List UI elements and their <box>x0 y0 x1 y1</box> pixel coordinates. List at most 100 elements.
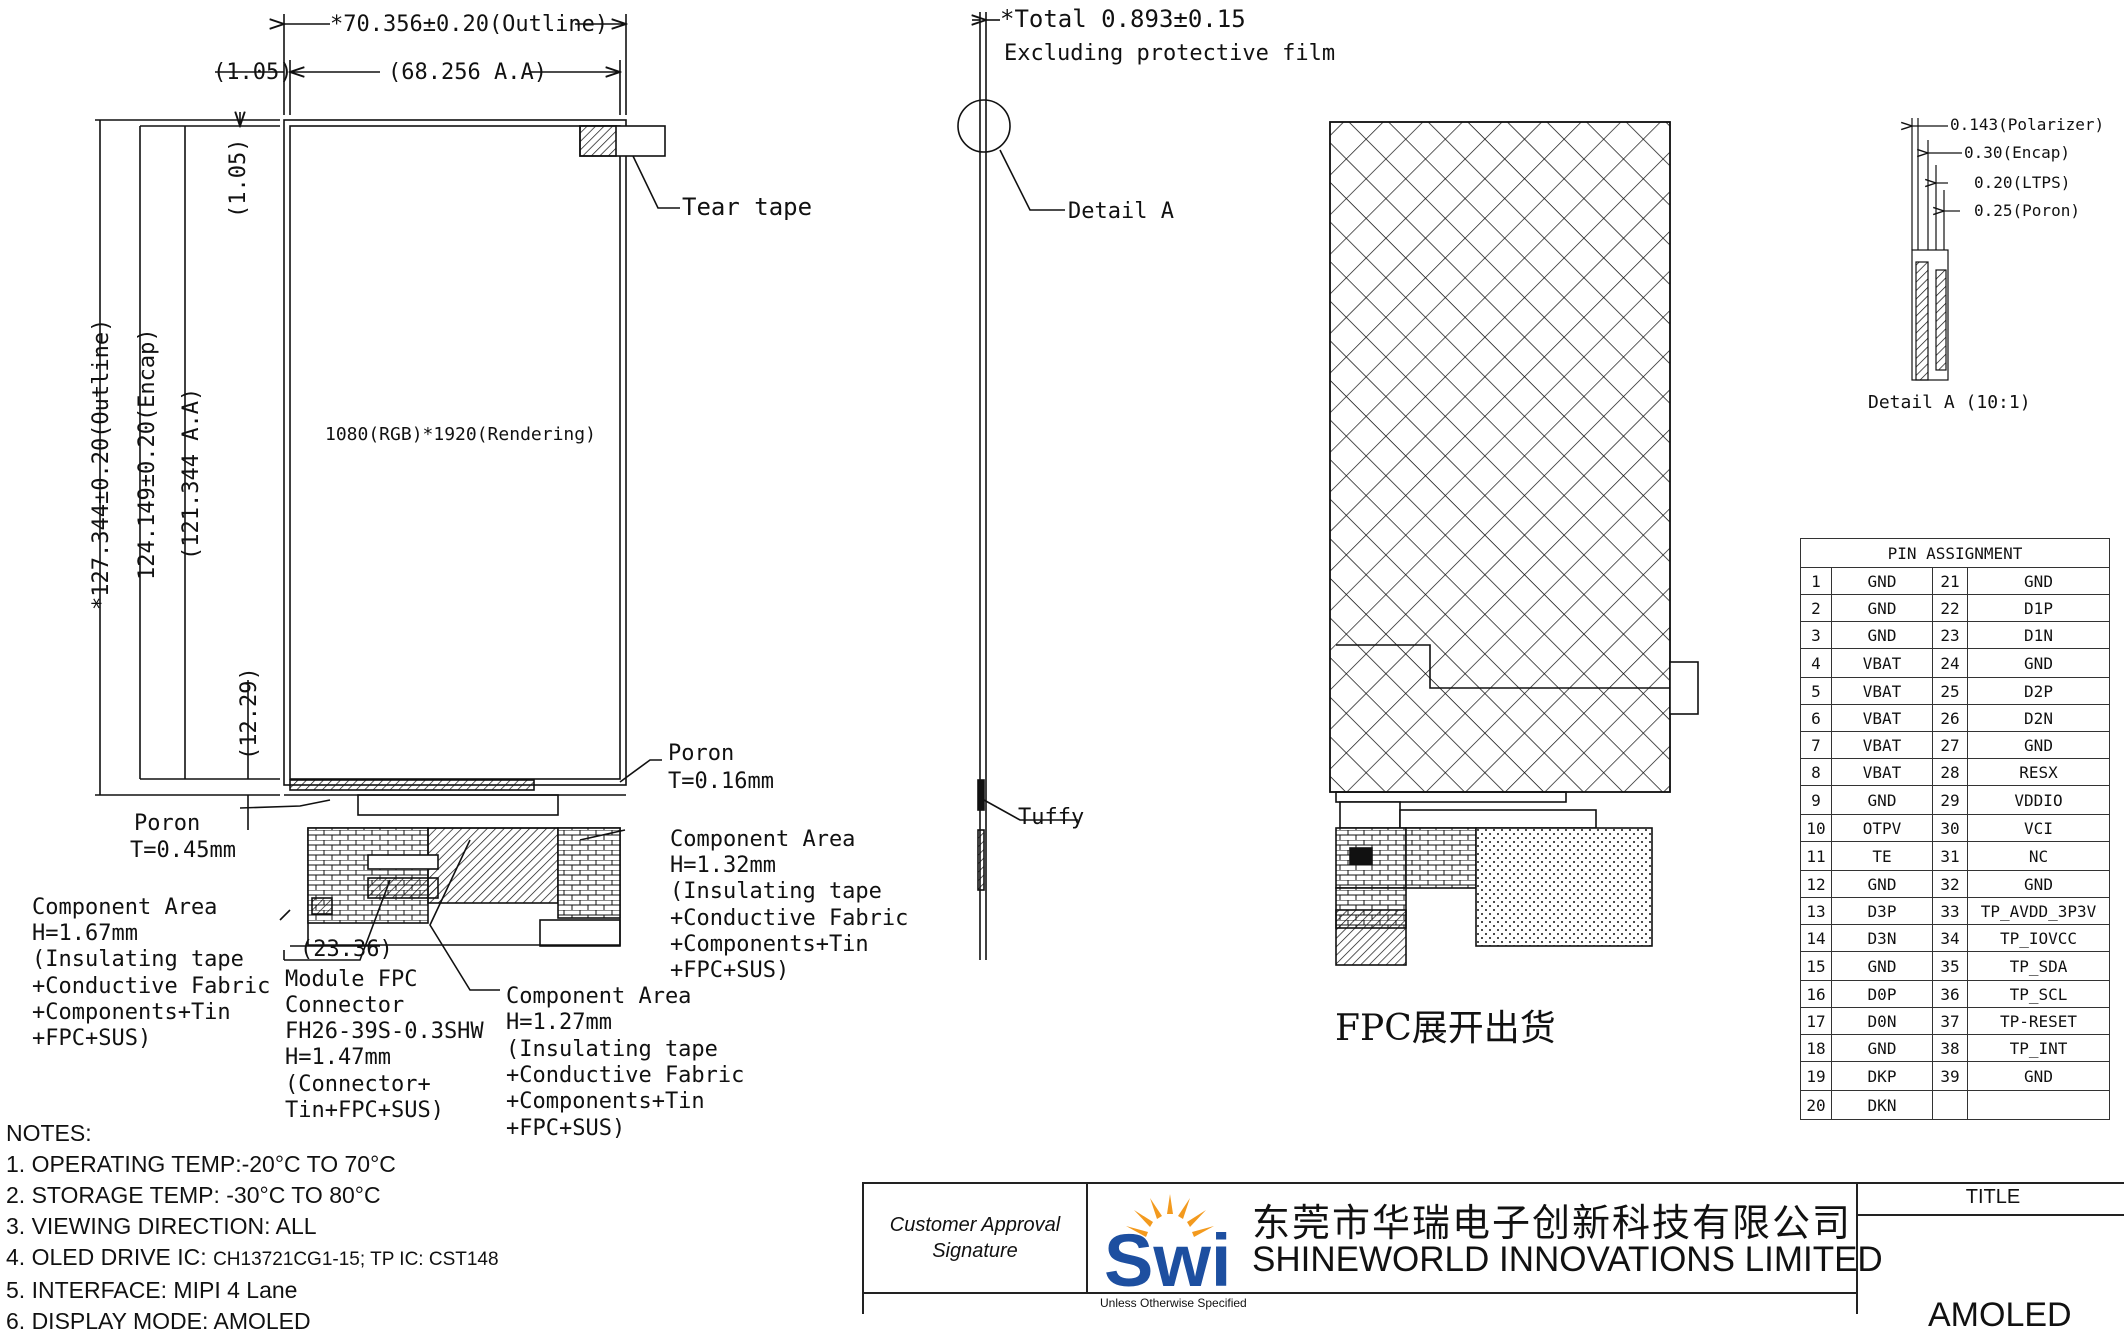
pin-cell-n2: 23 <box>1932 621 1968 649</box>
pin-cell-s1: VBAT <box>1831 677 1933 705</box>
pin-cell-n1: 15 <box>1800 951 1832 981</box>
note-text: 4. OLED DRIVE IC: <box>6 1244 214 1270</box>
title-box: TITLE AMOLED <box>1856 1184 2124 1334</box>
pin-cell-s1: OTPV <box>1831 814 1933 842</box>
pin-cell-n2: 33 <box>1932 897 1968 925</box>
svg-text:+FPC+SUS): +FPC+SUS) <box>506 1116 625 1141</box>
svg-text:H=1.47mm: H=1.47mm <box>285 1045 391 1070</box>
pin-cell-s1: D0P <box>1831 980 1933 1008</box>
title-block: Customer Approval Signature Swi 东莞市华瑞电子创… <box>862 1182 2124 1334</box>
note-text: 3. VIEWING DIRECTION: ALL <box>6 1213 317 1239</box>
unless-specified-note: Unless Otherwise Specified <box>1100 1296 1247 1310</box>
poron-right-l2: T=0.16mm <box>668 769 774 794</box>
note-item: 3. VIEWING DIRECTION: ALL <box>6 1211 499 1242</box>
pin-cell-n2: 30 <box>1932 814 1968 842</box>
svg-text:0.30(Encap): 0.30(Encap) <box>1964 143 2070 162</box>
svg-text:+Conductive Fabric: +Conductive Fabric <box>32 974 270 999</box>
note-text: 5. INTERFACE: MIPI 4 Lane <box>6 1277 298 1303</box>
poron-left-l2: T=0.45mm <box>130 838 236 863</box>
pin-cell-n1: 3 <box>1800 621 1832 649</box>
top-offset-dim: (1.05) <box>226 139 251 218</box>
pin-cell-n2: 22 <box>1932 594 1968 622</box>
pin-cell-n2: 25 <box>1932 677 1968 705</box>
panel-outline <box>283 119 627 786</box>
logo-text: Swi <box>1104 1219 1231 1292</box>
note-item: 5. INTERFACE: MIPI 4 Lane <box>6 1275 499 1306</box>
pin-cell-n2: 37 <box>1932 1007 1968 1035</box>
pin-cell-s1: GND <box>1831 1034 1933 1062</box>
pin-cell-n2: 27 <box>1932 731 1968 759</box>
svg-text:+Conductive Fabric: +Conductive Fabric <box>670 906 908 931</box>
detail-a-circle <box>957 99 1011 153</box>
pin-cell-s2: GND <box>1967 731 2110 759</box>
pin-cell-n2: 31 <box>1932 841 1968 871</box>
resolution-label: 1080(RGB)*1920(Rendering) <box>325 424 596 445</box>
detail-a-label: Detail A <box>1068 199 1174 224</box>
note-item: 2. STORAGE TEMP: -30°C TO 80°C <box>6 1180 499 1211</box>
note-item: 6. DISPLAY MODE: AMOLED <box>6 1306 499 1337</box>
svg-text:+Components+Tin: +Components+Tin <box>32 1000 231 1025</box>
svg-text:0.20(LTPS): 0.20(LTPS) <box>1974 173 2070 192</box>
pin-cell-n2: 21 <box>1932 567 1968 595</box>
pin-cell-n2: 36 <box>1932 980 1968 1008</box>
pin-cell-s1: GND <box>1831 951 1933 981</box>
aa-height-dim: (121.344 A.A) <box>179 388 204 560</box>
bottom-gap-dim: (12.29) <box>237 667 262 760</box>
note-item: 1. OPERATING TEMP:-20°C TO 70°C <box>6 1149 499 1180</box>
pin-cell-n1: 2 <box>1800 594 1832 622</box>
pin-cell-s1: GND <box>1831 785 1933 815</box>
pin-cell-n2: 34 <box>1932 924 1968 952</box>
pin-cell-n1: 17 <box>1800 1007 1832 1035</box>
pin-cell-s2: TP_IOVCC <box>1967 924 2110 952</box>
back-view <box>1329 121 1699 966</box>
pin-cell-s2: GND <box>1967 1061 2110 1091</box>
pin-cell-n1: 7 <box>1800 731 1832 759</box>
svg-text:(Connector+: (Connector+ <box>285 1072 431 1097</box>
logo-sun-rays <box>1126 1194 1214 1237</box>
note-extra: CH13721CG1-15; TP IC: CST148 <box>213 1249 499 1270</box>
pin-cell-s1: DKP <box>1831 1061 1933 1091</box>
pin-cell-s1: D0N <box>1831 1007 1933 1035</box>
pin-cell-s2: GND <box>1967 870 2110 898</box>
component-mid-label: Component Area H=1.27mm (Insulating tape… <box>506 984 744 1141</box>
pin-cell-n1: 9 <box>1800 785 1832 815</box>
pin-cell-n1: 13 <box>1800 897 1832 925</box>
svg-text:H=1.27mm: H=1.27mm <box>506 1010 612 1035</box>
pin-cell-s1: GND <box>1831 594 1933 622</box>
pin-cell-n2: 29 <box>1932 785 1968 815</box>
pin-cell-n1: 19 <box>1800 1061 1832 1091</box>
pin-cell-n2: 39 <box>1932 1061 1968 1091</box>
company-logo: Swi <box>1104 1194 1231 1292</box>
svg-text:H=1.67mm: H=1.67mm <box>32 921 138 946</box>
tear-tape-label: Tear tape <box>682 193 812 221</box>
pin-cell-s2: TP_AVDD_3P3V <box>1967 897 2110 925</box>
pin-cell-s1: GND <box>1831 870 1933 898</box>
fpc-offset-dim: (23.36) <box>300 937 393 962</box>
note-text: 1. OPERATING TEMP:-20°C TO 70°C <box>6 1151 396 1177</box>
pin-cell-n1: 4 <box>1800 648 1832 678</box>
pin-cell-s1: VBAT <box>1831 704 1933 732</box>
component-left-label: Component Area H=1.67mm (Insulating tape… <box>32 895 270 1051</box>
pin-cell-n2: 38 <box>1932 1034 1968 1062</box>
title-label: TITLE <box>1858 1186 2124 1216</box>
pin-cell-s2 <box>1967 1090 2110 1120</box>
front-view <box>95 14 680 991</box>
encap-height-dim: 124.149±0.20(Encap) <box>135 328 160 580</box>
side-view-labels: *Total 0.893±0.15 Excluding protective f… <box>1000 5 1335 830</box>
